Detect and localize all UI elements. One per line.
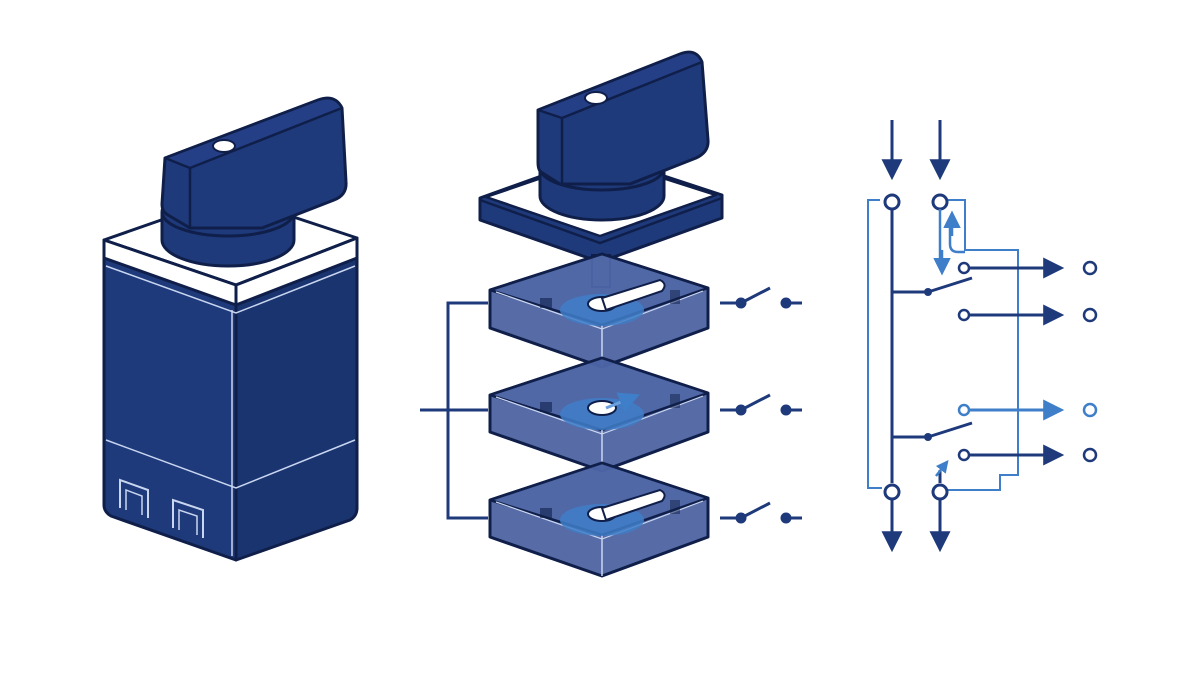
terminal-icon: [883, 193, 949, 211]
rotary-knob-icon: [160, 96, 348, 268]
rotary-knob-icon: [536, 50, 710, 222]
cam-deck-icon: [488, 252, 710, 369]
cam-deck-icon: [488, 461, 710, 578]
contact-switch-icon: [892, 421, 973, 441]
output-arrow-icon: [881, 499, 951, 553]
contact-switch-icon: [720, 393, 802, 416]
contact-switch-icon: [892, 276, 973, 296]
terminal-icon: [883, 483, 949, 501]
input-arrow-icon: [881, 120, 951, 181]
contact-switch-icon: [720, 286, 802, 309]
contact-switch-icon: [720, 501, 802, 524]
assembled-rotary-switch: [102, 96, 359, 562]
output-arrow-icon: [957, 304, 1098, 326]
output-arrow-icon: [957, 444, 1098, 466]
stack-bracket: [420, 301, 488, 520]
exploded-switch-stack: [420, 50, 802, 578]
output-arrow-icon: [957, 257, 1098, 279]
contact-schematic: [867, 120, 1098, 553]
output-arrow-icon: [957, 399, 1098, 421]
cam-deck-icon: [488, 356, 710, 473]
